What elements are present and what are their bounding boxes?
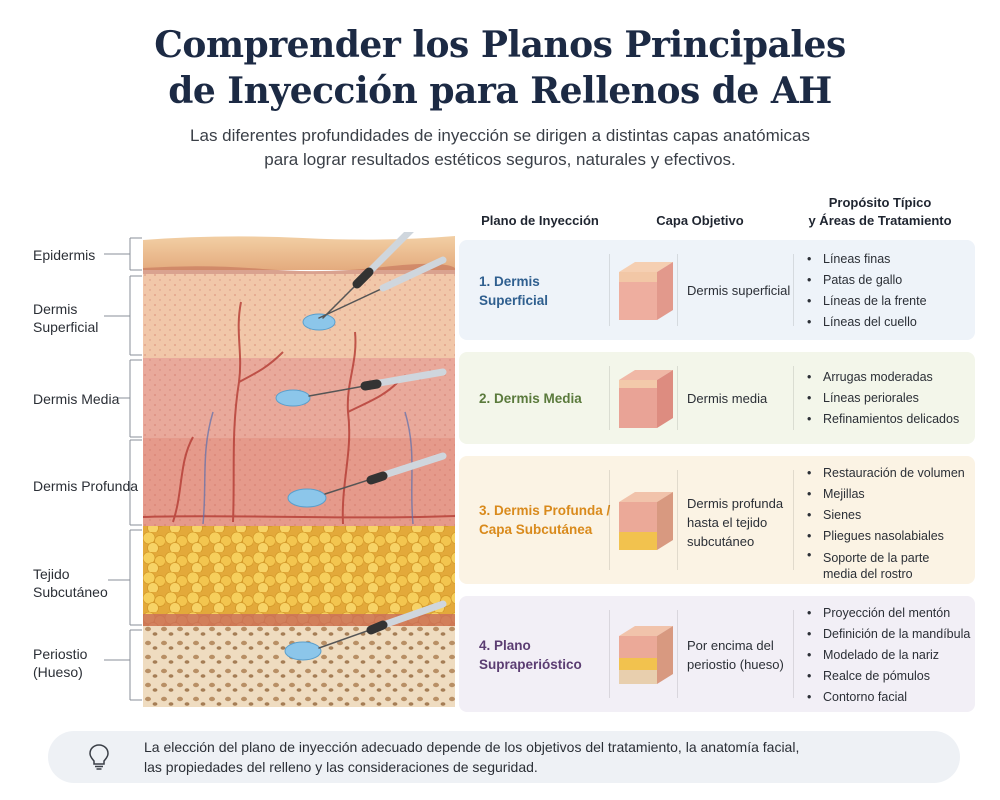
syringe-icon (318, 256, 447, 319)
purpose-list: Restauración de volumen Mejillas Sienes … (807, 463, 965, 582)
subtitle-line-1: Las diferentes profundidades de inyecció… (190, 126, 810, 145)
page-title: Comprender los Planos Principales de Iny… (0, 22, 1000, 114)
list-item: Mejillas (807, 484, 965, 505)
syringe-icon (308, 368, 447, 397)
filler-bolus-profunda (287, 488, 327, 508)
lightbulb-icon (89, 744, 109, 770)
column-header-plane: Plano de Inyección (481, 213, 599, 228)
row-dermis-profunda: 3. Dermis Profunda / Capa Subcutánea Der… (459, 456, 975, 584)
target-layer: Dermis profunda hasta el tejido subcután… (687, 496, 784, 549)
list-item: Líneas del cuello (807, 312, 927, 333)
layer-cube-icon (619, 370, 673, 428)
syringe-icon (318, 600, 447, 649)
target-layer: Dermis superficial (687, 283, 791, 298)
footer-text: La elección del plano de inyección adecu… (144, 739, 800, 775)
layer-label-dermis-media: Dermis Media (33, 391, 120, 407)
row-dermis-superficial: 1. Dermis Superficial Dermis superficial… (459, 240, 975, 340)
bracket-dermis-superficial (104, 275, 142, 356)
purpose-list: Líneas finas Patas de gallo Líneas de la… (807, 249, 927, 333)
bracket-periostio (104, 629, 142, 701)
bracket-dermis-profunda (129, 439, 142, 526)
list-item: Modelado de la nariz (807, 645, 970, 666)
layer-label-dermis-profunda: Dermis Profunda (33, 478, 139, 494)
list-item: Proyección del mentón (807, 603, 970, 624)
list-item: Líneas periorales (807, 388, 959, 409)
page-subtitle: Las diferentes profundidades de inyecció… (0, 124, 1000, 172)
purpose-list: Arrugas moderadas Líneas periorales Refi… (807, 367, 959, 430)
filler-bolus-media (275, 389, 311, 407)
layer-cube-icon (619, 262, 673, 320)
bracket-epidermis (104, 237, 142, 271)
row-dermis-media: 2. Dermis Media Dermis media Arrugas mod… (459, 352, 975, 444)
plane-name: 1. Dermis Superficial (479, 274, 549, 308)
row-supraperiosteal: 4. Plano Supraperióstico Por encima del … (459, 596, 975, 712)
layer-cube-icon (619, 626, 673, 684)
list-item: Líneas finas (807, 249, 927, 270)
filler-bolus-supraperiosteal (284, 641, 322, 661)
layer-label-dermis-superficial: Dermis Superficial (33, 301, 99, 335)
subtitle-line-2: para lograr resultados estéticos seguros… (264, 150, 736, 169)
plane-name: 3. Dermis Profunda / Capa Subcutánea (479, 503, 611, 537)
layer-label-tejido-subcutaneo: Tejido Subcutáneo (33, 566, 108, 600)
column-header-target: Capa Objetivo (656, 213, 744, 228)
footer-note: La elección del plano de inyección adecu… (48, 731, 960, 783)
list-item: Sienes (807, 505, 965, 526)
layer-label-epidermis: Epidermis (33, 247, 96, 263)
bone-layer (143, 626, 455, 707)
syringe-icon (322, 232, 414, 319)
list-item: Arrugas moderadas (807, 367, 959, 388)
skin-cross-section (143, 232, 455, 707)
subcutaneous-fat-layer (143, 526, 455, 626)
layer-brackets (104, 237, 142, 701)
list-item: Refinamientos delicados (807, 409, 959, 430)
plane-name: 2. Dermis Media (479, 391, 582, 406)
blood-vessels (143, 301, 455, 525)
target-layer: Dermis media (687, 391, 768, 406)
layer-cube-icon (619, 492, 673, 550)
title-line-1: Comprender los Planos Principales (154, 24, 846, 66)
filler-bolus-superficial (302, 313, 336, 331)
purpose-list: Proyección del mentón Definición de la m… (807, 603, 970, 708)
layer-label-periostio: Periostio (Hueso) (33, 646, 88, 680)
title-line-2: de Inyección para Rellenos de AH (168, 70, 832, 112)
list-item: Patas de gallo (807, 270, 927, 291)
plane-name: 4. Plano Supraperióstico (479, 638, 582, 672)
list-item: Definición de la mandíbula (807, 624, 970, 645)
list-item: Pliegues nasolabiales (807, 526, 965, 547)
list-item: Soporte de la parte media del rostro (807, 547, 965, 582)
target-layer: Por encima del periostio (hueso) (687, 638, 784, 672)
list-item: Líneas de la frente (807, 291, 927, 312)
bracket-tejido-subcutaneo (108, 529, 142, 626)
list-item: Realce de pómulos (807, 666, 970, 687)
list-item: Contorno facial (807, 687, 970, 708)
syringe-icon (324, 452, 447, 495)
column-header-purpose: Propósito Típico y Áreas de Tratamiento (808, 195, 952, 228)
bracket-dermis-media (118, 359, 142, 438)
list-item: Restauración de volumen (807, 463, 965, 484)
